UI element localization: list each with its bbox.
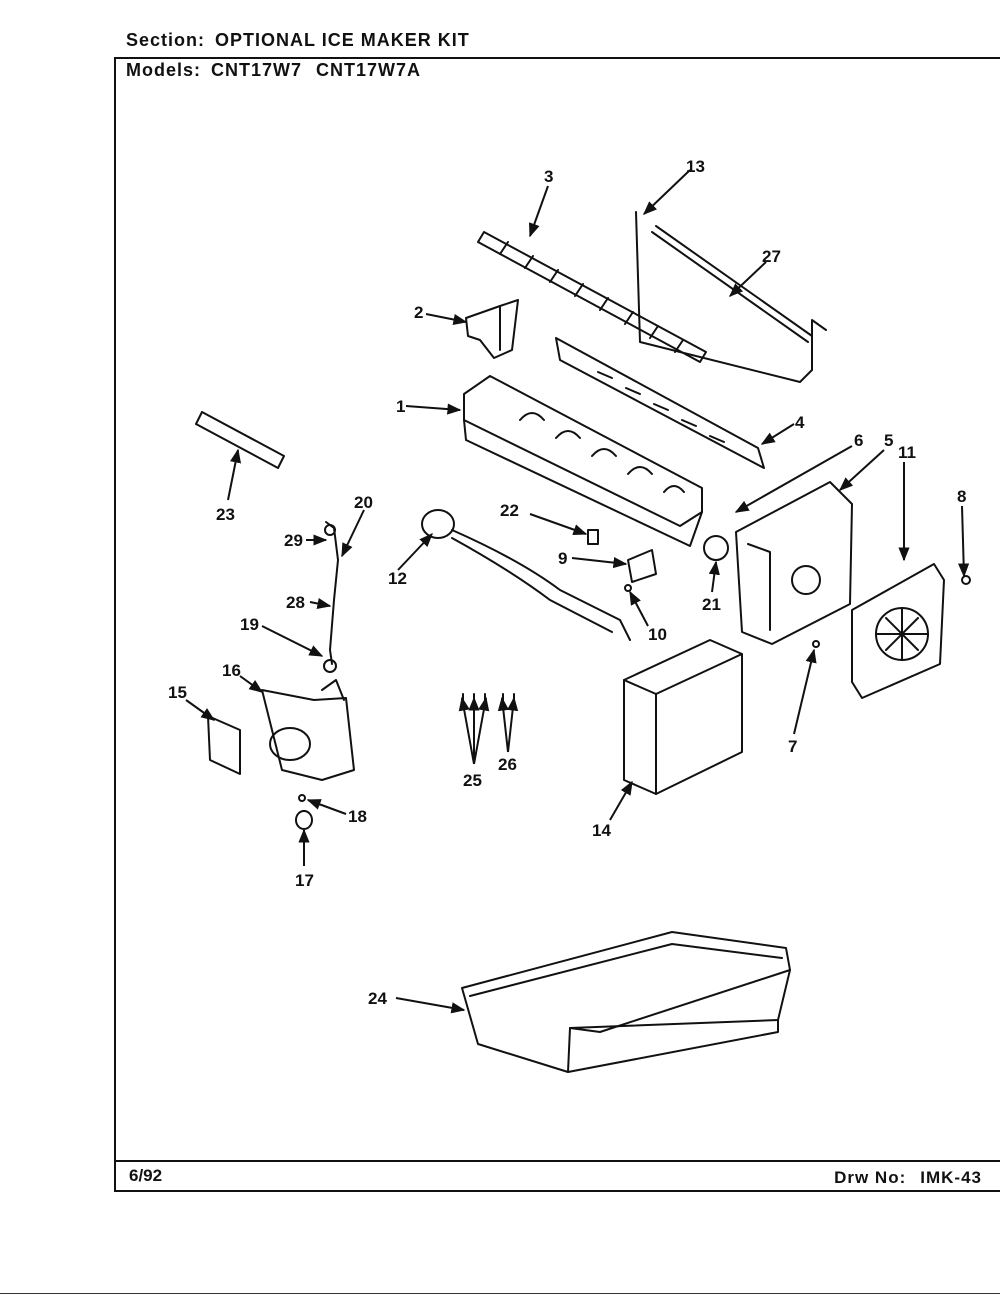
callout-3: 3: [544, 167, 553, 186]
fill-tube-part: [195, 411, 285, 469]
rod-part: [651, 225, 813, 343]
drawing-number-value: IMK-43: [920, 1168, 982, 1187]
callout-7: 7: [788, 737, 797, 756]
callout-1: 1: [396, 397, 405, 416]
gear-part: [703, 535, 729, 561]
callout-26: 26: [498, 755, 517, 774]
shutoff-arm-part: [635, 211, 827, 383]
washer-part: [298, 794, 306, 802]
model-number: CNT17W7: [211, 60, 303, 80]
callout-19: 19: [240, 615, 259, 634]
control-housing-part: [735, 481, 853, 645]
callout-24: 24: [368, 989, 387, 1008]
harness-part: [421, 509, 631, 641]
section-title: Section: OPTIONAL ICE MAKER KIT: [126, 30, 470, 51]
motor-assembly-part: [851, 563, 945, 699]
frame-top-rule: [114, 57, 1000, 59]
water-valve-part: [261, 679, 355, 781]
section-label: Section:: [126, 30, 206, 50]
callout-5: 5: [884, 431, 893, 450]
callout-14: 14: [592, 821, 611, 840]
mold-part: [463, 375, 703, 547]
leader-lines: [185, 169, 970, 1014]
ejector-part: [477, 231, 707, 363]
callout-11: 11: [898, 443, 916, 462]
models-label: Models:: [126, 60, 202, 80]
mounting-plate-part: [627, 549, 657, 583]
callout-23: 23: [216, 505, 235, 524]
callout-15: 15: [168, 683, 187, 702]
bracket-part: [465, 299, 519, 359]
models-line: Models: CNT17W7 CNT17W7A: [126, 60, 435, 81]
screw-part: [812, 640, 820, 648]
callout-16: 16: [222, 661, 241, 680]
frame-left-rule: [114, 57, 116, 1192]
stripper-part: [555, 337, 765, 469]
callout-12: 12: [388, 569, 407, 588]
drawing-number-label: Drw No:: [834, 1168, 907, 1187]
screw-part: [961, 575, 971, 585]
drawing-number: Drw No: IMK-43: [834, 1168, 982, 1188]
water-line-part: [325, 521, 339, 665]
callout-17: 17: [295, 871, 314, 890]
callout-27: 27: [762, 247, 781, 266]
callout-8: 8: [957, 487, 966, 506]
callout-2: 2: [414, 303, 423, 322]
ice-bin-part: [461, 931, 791, 1073]
frame-bottom-rule: [114, 1190, 1000, 1192]
callout-28: 28: [286, 593, 305, 612]
screw-part: [624, 584, 632, 592]
callout-25: 25: [463, 771, 482, 790]
cover-part: [623, 639, 743, 795]
nut-part: [295, 810, 313, 830]
callout-20: 20: [354, 493, 373, 512]
callout-9: 9: [558, 549, 567, 568]
model-number: CNT17W7A: [316, 60, 422, 80]
callout-4: 4: [795, 413, 805, 432]
callout-21: 21: [702, 595, 721, 614]
callout-10: 10: [648, 625, 667, 644]
callout-labels: 1 2 3 4 5 6 7 8 9 10 11 12 13 14 15 16 1…: [168, 157, 966, 1008]
callout-29: 29: [284, 531, 303, 550]
clip-part: [587, 529, 599, 545]
page-bottom-rule: [0, 1293, 1000, 1294]
screws-part: [462, 693, 515, 707]
valve-bracket-part: [207, 715, 241, 775]
callout-13: 13: [686, 157, 705, 176]
frame-footer-rule: [114, 1160, 1000, 1162]
callout-6: 6: [854, 431, 863, 450]
callout-18: 18: [348, 807, 367, 826]
callout-22: 22: [500, 501, 519, 520]
section-value: OPTIONAL ICE MAKER KIT: [215, 30, 470, 50]
revision-date: 6/92: [129, 1166, 163, 1185]
